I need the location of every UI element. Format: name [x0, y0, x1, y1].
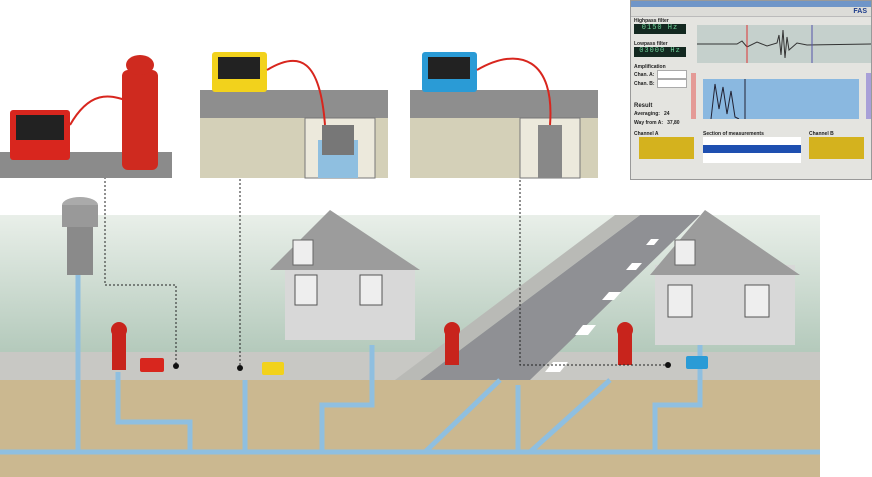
- amplification-label: Amplification: [634, 64, 666, 70]
- way-row: Way from A: 37,80: [634, 120, 680, 126]
- logo: FAS: [853, 8, 867, 15]
- house-icon: [270, 210, 420, 340]
- way-label: Way from A:: [634, 120, 664, 126]
- chan-a-input[interactable]: [657, 70, 687, 79]
- title-bar: [631, 1, 871, 7]
- sensor-yellow-icon: [262, 362, 284, 375]
- channel-b-label: Channel B: [809, 131, 834, 137]
- section-diagram: [703, 137, 801, 163]
- road-markings: [545, 239, 659, 372]
- water-tower-icon: [62, 197, 98, 275]
- photo-yellow-case-hydrophone: [200, 45, 388, 179]
- hydrant-icon: [617, 322, 633, 365]
- ground: [0, 380, 820, 477]
- correlation-plot: [703, 79, 859, 120]
- chan-b-label: Chan. B:: [634, 81, 655, 87]
- road: [420, 215, 700, 380]
- way-value: 37,80: [667, 120, 680, 126]
- result-label: Result: [634, 103, 653, 109]
- chan-a-label: Chan. A:: [634, 72, 655, 78]
- toolbar: [631, 7, 871, 17]
- highpass-value[interactable]: 0150 Hz: [634, 24, 686, 34]
- callout-lines: [104, 160, 668, 368]
- averaging-label: Averaging:: [634, 111, 660, 117]
- channel-b-spectrum: [809, 137, 864, 159]
- signal-waveform-plot: [697, 25, 872, 63]
- sensor-blue-icon: [686, 356, 708, 369]
- house-icon: [650, 210, 800, 345]
- section-label: Section of measurements: [703, 131, 764, 137]
- hydrant-icon: [111, 322, 127, 370]
- sensor-red-icon: [140, 358, 164, 372]
- averaging-value: 24: [663, 111, 670, 117]
- lowpass-label: Lowpass filter: [634, 41, 668, 47]
- averaging-row: Averaging: 24: [634, 111, 670, 117]
- channel-a-level-bar: [691, 73, 696, 119]
- channel-b-level-bar: [866, 73, 871, 119]
- hydrant-icon: [444, 322, 460, 365]
- highpass-label: Highpass filter: [634, 18, 669, 24]
- chan-b-input[interactable]: [657, 79, 687, 88]
- channel-a-label: Channel A: [634, 131, 659, 137]
- correlator-software-window: FAS Highpass filter 0150 Hz Lowpass filt…: [630, 0, 872, 180]
- photo-blue-case-sensor: [410, 45, 598, 179]
- water-pipes: [0, 275, 820, 455]
- channel-a-spectrum: [639, 137, 694, 159]
- lowpass-value[interactable]: 03000 Hz: [634, 47, 686, 57]
- photo-red-case-hydrant: [0, 55, 172, 178]
